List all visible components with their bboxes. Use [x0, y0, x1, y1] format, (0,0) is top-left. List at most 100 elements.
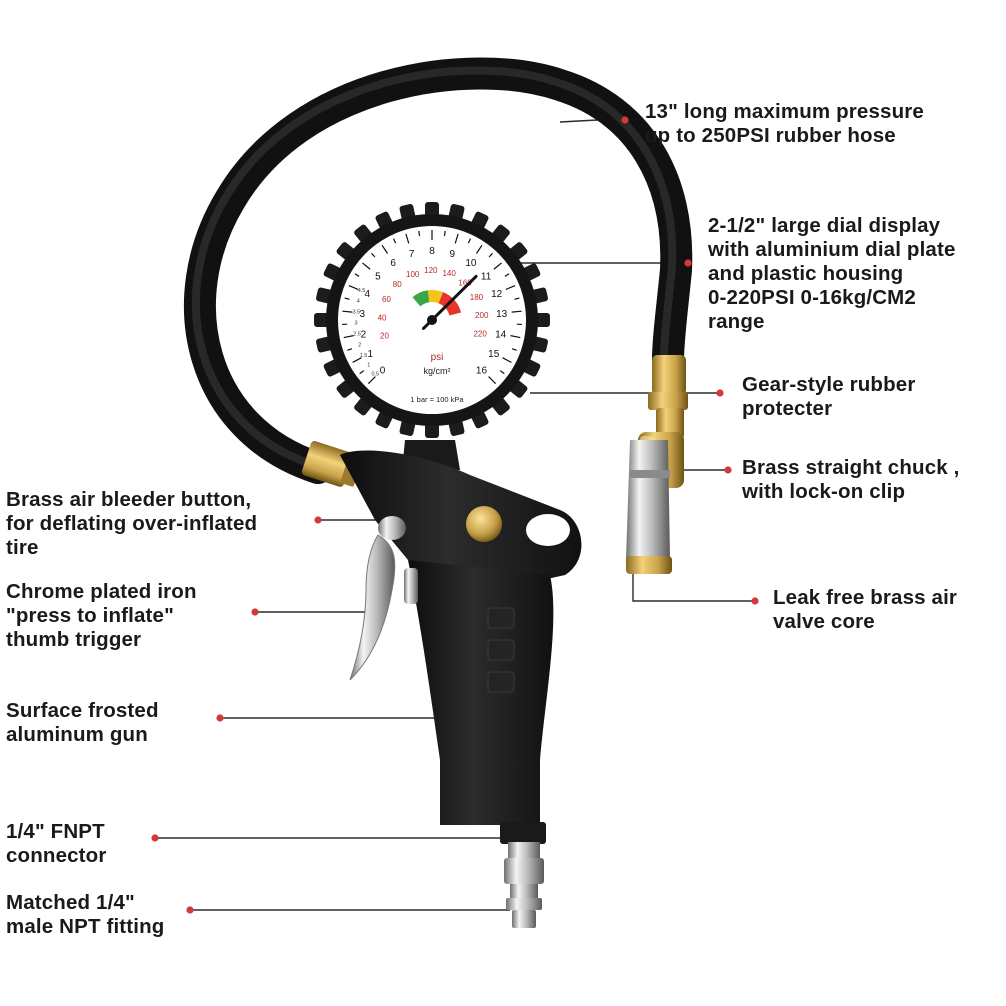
gauge-outer-label: 5 — [375, 272, 381, 283]
callout-fnpt: 1/4" FNPT connector — [6, 820, 106, 868]
callout-hose-line: up to 250PSI rubber hose — [645, 124, 896, 147]
callout-bleeder-line: tire — [6, 536, 39, 559]
callout-fitting-line: male NPT fitting — [6, 915, 165, 938]
callout-fitting-line: Matched 1/4" — [6, 891, 135, 914]
callout-protector-line: Gear-style rubber — [742, 373, 916, 396]
gauge-tick — [342, 310, 353, 313]
gauge-outer-label: 1 — [367, 349, 373, 360]
callout-body: Surface frosted aluminum gun — [6, 699, 159, 747]
male-npt-fitting — [504, 842, 544, 928]
gauge-tick — [348, 285, 359, 290]
gauge-small-label: 1 — [367, 363, 370, 369]
gauge-outer-label: 7 — [409, 249, 415, 260]
gauge-outer-label: 12 — [491, 289, 503, 300]
callout-protector-line: protecter — [742, 397, 833, 420]
gauge-tick — [343, 335, 354, 339]
gauge-outer-label: 2 — [361, 330, 367, 341]
callout-body-line: Surface frosted — [6, 699, 159, 722]
callout-fnpt-line: 1/4" FNPT — [6, 820, 105, 843]
gauge-inner-label: 200 — [475, 311, 489, 320]
gauge-tick — [511, 310, 522, 313]
callout-dial-line: range — [708, 310, 765, 333]
gauge-small-label: 0.5 — [371, 372, 379, 378]
gauge-tick — [359, 370, 365, 375]
gauge-tick — [352, 357, 362, 363]
gauge-inner-label: 160 — [458, 278, 472, 287]
gauge-tick — [354, 273, 360, 277]
gauge-small-label: 1.5 — [360, 353, 368, 359]
hose-brass-fitting-right — [648, 355, 688, 438]
callout-trigger: Chrome plated iron "press to inflate" th… — [6, 580, 197, 652]
gauge-small-label: 4 — [357, 299, 360, 305]
rubber-hose — [183, 57, 693, 484]
gauge-small-label: 2.5 — [353, 332, 361, 338]
gauge-tick — [493, 262, 502, 270]
gauge-outer-label: 0 — [380, 365, 386, 376]
gauge-inner-label: 40 — [378, 313, 387, 322]
gauge-inner-label: 80 — [393, 280, 402, 289]
callout-bleeder-line: Brass air bleeder button, — [6, 488, 252, 511]
callout-valve-core-line: Leak free brass air — [773, 586, 958, 609]
callout-protector: Gear-style rubber protecter — [742, 373, 915, 421]
callout-chuck: Brass straight chuck , with lock-on clip — [742, 456, 960, 504]
gauge-tick — [504, 273, 510, 277]
gauge-needle — [421, 274, 478, 330]
callout-dial-line: 2-1/2" large dial display — [708, 214, 941, 237]
callout-body-line: aluminum gun — [6, 723, 148, 746]
gauge-note: 1 bar = 100 kPa — [410, 395, 464, 404]
gauge-inner-label: 20 — [380, 332, 389, 341]
callout-hose: 13" long maximum pressure up to 250PSI r… — [645, 100, 924, 148]
callout-dial-line: with aluminium dial plate — [708, 238, 956, 261]
gauge-outer-label: 6 — [390, 258, 396, 269]
gauge-tick — [362, 262, 371, 270]
gauge-tick — [514, 297, 520, 300]
gauge-inner-label: 220 — [473, 329, 487, 338]
callout-trigger-line: thumb trigger — [6, 628, 142, 651]
leader-valve — [632, 566, 755, 602]
gauge-tick — [405, 233, 410, 244]
gauge-outer-label: 10 — [465, 258, 477, 269]
gauge-tick — [371, 252, 376, 258]
brass-straight-chuck — [626, 432, 684, 574]
gauge-tick — [475, 244, 483, 254]
gauge-inner-label: 60 — [382, 295, 391, 304]
gauge-tick — [511, 348, 517, 351]
gauge-outer-label: 4 — [365, 289, 371, 300]
gauge-tick — [467, 238, 472, 244]
callout-chuck-line: with lock-on clip — [742, 480, 906, 503]
gauge-inner-label: 100 — [406, 270, 420, 279]
gun-body — [340, 440, 582, 844]
gauge-tick — [488, 252, 493, 258]
gauge-unit-kg: kg/cm² — [424, 366, 451, 376]
gauge-outer-label: 16 — [476, 365, 488, 376]
gauge-tick — [392, 238, 397, 244]
callout-trigger-line: Chrome plated iron — [6, 580, 197, 603]
callout-bleeder-line: for deflating over-inflated — [6, 512, 258, 535]
callout-leaders — [155, 119, 755, 911]
callout-fnpt-line: connector — [6, 844, 107, 867]
gauge-tick — [418, 230, 421, 237]
gauge-outer-label: 14 — [495, 330, 507, 341]
callout-valve-core: Leak free brass air valve core — [773, 586, 957, 634]
gauge-outer-label: 9 — [450, 249, 456, 260]
gauge-small-label: 2 — [358, 342, 361, 348]
callout-hose-line: 13" long maximum pressure — [645, 100, 924, 123]
gauge-small-label: 4.5 — [358, 288, 366, 294]
gauge-outer-label: 13 — [496, 309, 508, 320]
gauge-tick — [499, 370, 505, 375]
gauge-inner-label: 120 — [424, 266, 438, 275]
callout-bleeder: Brass air bleeder button, for deflating … — [6, 488, 257, 560]
needle-hub — [427, 315, 437, 325]
gauge-tick — [344, 297, 350, 300]
callout-fitting: Matched 1/4" male NPT fitting — [6, 891, 164, 939]
gauge-tick — [443, 230, 446, 237]
gauge-tick — [505, 285, 516, 290]
gauge-small-label: 3.5 — [353, 310, 361, 316]
gauge-outer-label: 11 — [481, 272, 492, 283]
gauge-tick — [347, 348, 353, 351]
bleeder-button — [378, 516, 406, 540]
